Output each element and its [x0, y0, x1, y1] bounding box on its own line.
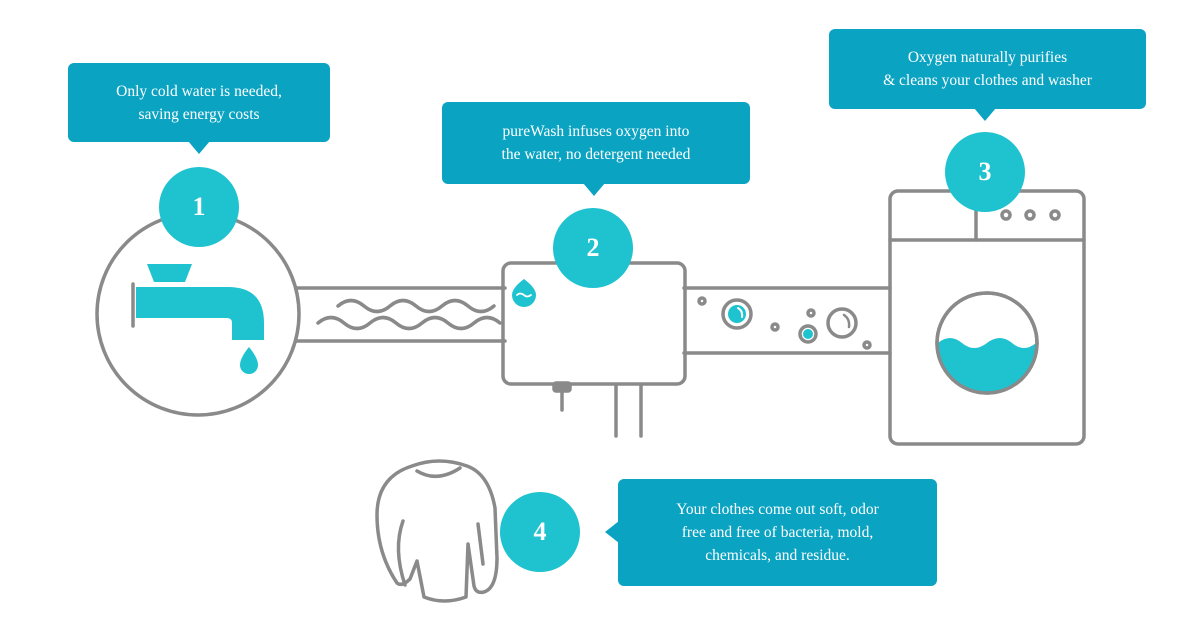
step-4-number: 4 [533, 517, 547, 546]
step-4-badge: 4 [500, 492, 580, 572]
step-1-badge: 1 [159, 167, 239, 247]
step-1-text: Only cold water is needed, saving energy… [116, 82, 282, 123]
washer-water-icon [938, 338, 1036, 392]
sweater-icon [375, 459, 499, 603]
step-4-text: Your clothes come out soft, odor free an… [676, 501, 879, 564]
step-4-callout: Your clothes come out soft, odor free an… [605, 479, 937, 586]
purewash-unit-icon [501, 261, 687, 438]
step-2-number: 2 [586, 233, 600, 262]
water-wave-icon [336, 298, 496, 314]
water-pipe-icon [294, 286, 507, 343]
step-3-badge: 3 [945, 132, 1025, 212]
purewash-logo-icon [512, 279, 536, 307]
step-1-number: 1 [192, 192, 206, 221]
oxygen-pipe-icon [682, 286, 892, 355]
oxygen-bubble-icon [826, 307, 858, 339]
washing-machine-icon [888, 189, 1086, 446]
step-3-number: 3 [978, 157, 992, 186]
step-2-text: pureWash infuses oxygen into the water, … [501, 123, 691, 163]
step-1-callout: Only cold water is needed, saving energy… [68, 63, 330, 154]
step-3-callout: Oxygen naturally purifies & cleans your … [829, 29, 1146, 121]
oxygen-bubble-icon [721, 298, 753, 330]
water-wave-icon [316, 315, 502, 331]
step-2-callout: pureWash infuses oxygen into the water, … [442, 102, 750, 196]
oxygen-bubble-icon [798, 324, 818, 344]
step-3-text: Oxygen naturally purifies & cleans your … [883, 49, 1092, 89]
step-2-badge: 2 [553, 208, 633, 288]
